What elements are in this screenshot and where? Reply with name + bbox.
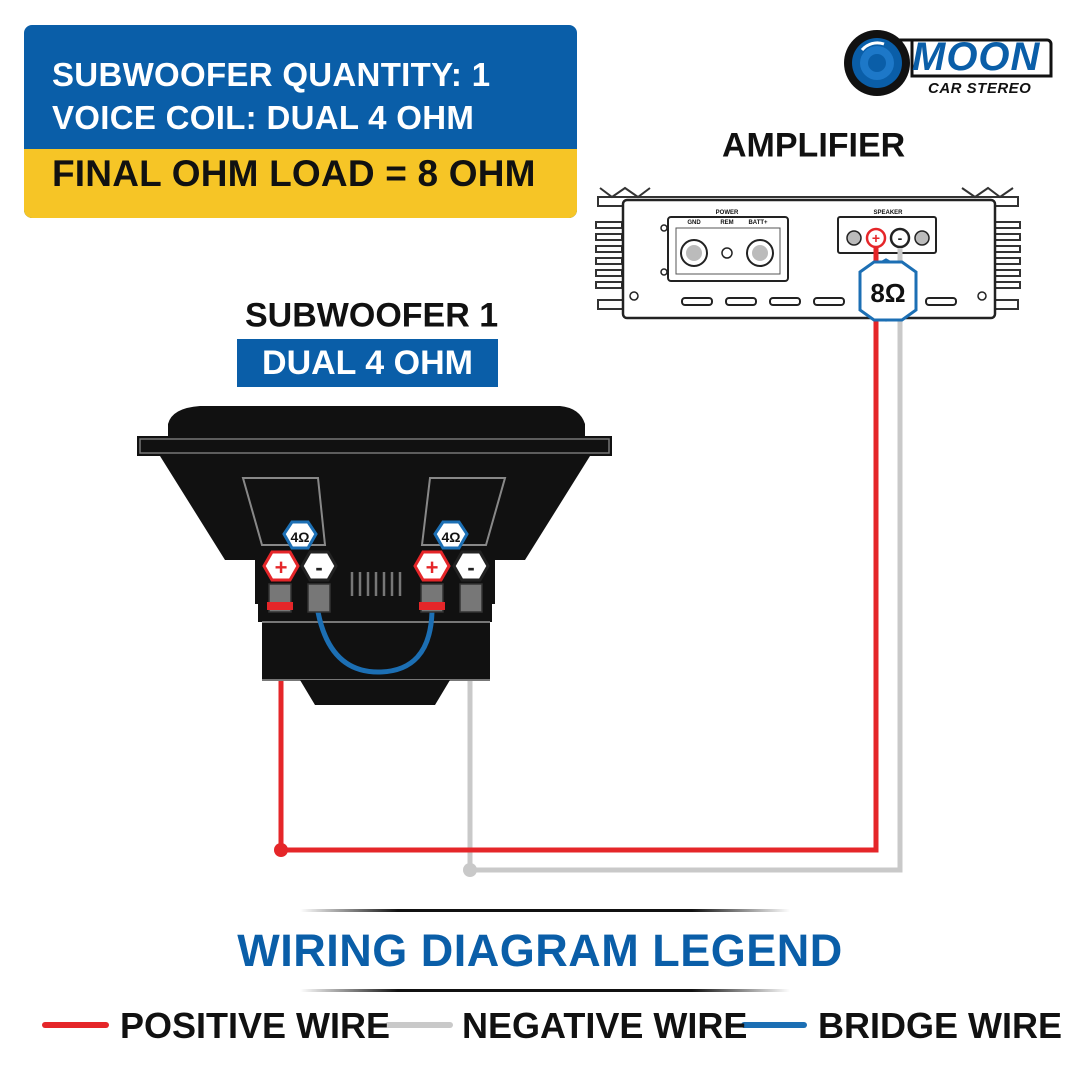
amp-power-label: POWER	[716, 210, 739, 216]
coil-2-negative-terminal: -	[452, 550, 490, 582]
final-load-band	[24, 149, 577, 218]
amp-negative-terminal: -	[889, 227, 911, 249]
wiring-info-panel: SUBWOOFER QUANTITY: 1 VOICE COIL: DUAL 4…	[24, 25, 577, 218]
legend-negative-label: NEGATIVE WIRE	[462, 1005, 748, 1046]
final-load-hex-badge: 8Ω	[858, 258, 918, 322]
amp-rem-label: REM	[720, 220, 733, 226]
legend-positive-label: POSITIVE WIRE	[120, 1005, 391, 1046]
subwoofer-title: SUBWOOFER 1	[245, 296, 499, 335]
coil-1-negative-sign: -	[315, 555, 322, 580]
amp-speaker-label: SPEAKER	[873, 210, 903, 216]
legend-top-divider	[300, 909, 790, 912]
legend-bottom-divider	[300, 989, 790, 992]
subwoofer-terminal-posts	[267, 583, 483, 613]
negative-wire-junction	[463, 863, 477, 877]
coil-1-positive-terminal: +	[262, 550, 300, 582]
amp-positive-sign: +	[872, 230, 880, 246]
legend-bridge-label: BRIDGE WIRE	[818, 1005, 1063, 1046]
positive-wire-junction	[274, 843, 288, 857]
positive-wire	[278, 248, 879, 853]
amp-batt-label: BATT+	[748, 220, 768, 226]
subwoofer-body	[137, 406, 612, 705]
amplifier-body	[595, 186, 1021, 320]
final-load-badge-text: 8Ω	[870, 278, 905, 308]
legend-title: WIRING DIAGRAM LEGEND	[237, 925, 843, 976]
logo-badge-shape	[844, 30, 1053, 96]
coil-2-positive-terminal: +	[413, 550, 451, 582]
logo-brand-text: MOON	[912, 35, 1041, 79]
coil-1-positive-sign: +	[275, 555, 288, 580]
voice-coil-1-ohm-badge: 4Ω	[282, 520, 318, 550]
amp-gnd-label: GND	[687, 220, 701, 226]
coil-2-ohm-text: 4Ω	[441, 529, 460, 545]
moon-car-stereo-logo: MOON CAR STEREO	[842, 28, 1054, 98]
final-ohm-load-text: FINAL OHM LOAD = 8 OHM	[52, 153, 536, 194]
coil-2-positive-sign: +	[426, 555, 439, 580]
coil-1-ohm-text: 4Ω	[290, 529, 309, 545]
negative-wire	[467, 248, 903, 873]
coil-2-negative-sign: -	[467, 555, 474, 580]
amplifier-title: AMPLIFIER	[722, 126, 906, 165]
amp-positive-terminal: +	[865, 227, 887, 249]
voice-coil-text: VOICE COIL: DUAL 4 OHM	[52, 99, 475, 136]
subwoofer-impedance-badge: DUAL 4 OHM	[237, 339, 498, 387]
coil-1-negative-terminal: -	[300, 550, 338, 582]
bridge-wire	[315, 611, 435, 675]
voice-coil-2-ohm-badge: 4Ω	[433, 520, 469, 550]
amp-negative-sign: -	[898, 230, 903, 246]
logo-sub-text: CAR STEREO	[928, 80, 1032, 97]
subwoofer-quantity-text: SUBWOOFER QUANTITY: 1	[52, 56, 491, 93]
